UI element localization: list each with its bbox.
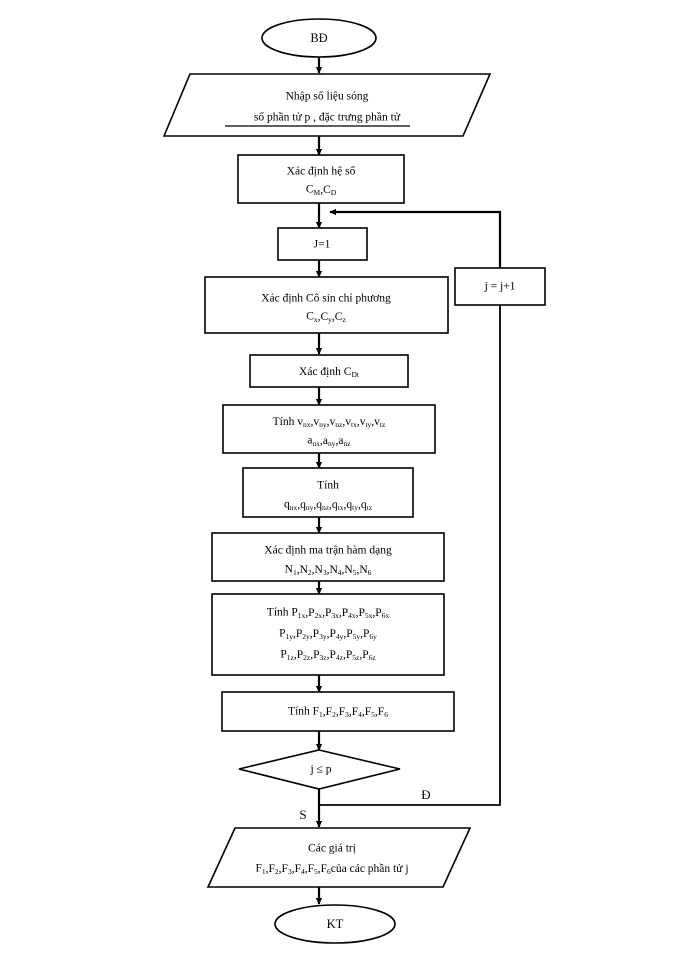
output-line1: Các giá trị: [308, 843, 356, 855]
decision-diamond-shape: [238, 749, 401, 790]
cdt-label: Xác định CDt: [299, 366, 360, 379]
increment-j-box-shape: [454, 267, 546, 306]
nodal-forces-line1: Tính P1x,P2x,P3x,P4x,P5x,P6x: [267, 607, 390, 620]
decision-label: j ≤ p: [309, 764, 331, 776]
node-shape-functions: Xác định ma trận hàm dạng N1,N2,N3,N4,N5…: [211, 532, 445, 582]
shape-functions-line1: Xác định ma trận hàm dạng: [264, 545, 392, 557]
node-output: Các giá trị F1,F2,F3,F4,F5,F6của các phầ…: [206, 827, 472, 888]
velocities-line1: Tính vnx,vny,vnz,vtx,vty,vtz: [273, 416, 386, 429]
shape-functions-line2: N1,N2,N3,N4,N5,N6: [285, 564, 372, 577]
decision-true-label: Đ: [421, 787, 430, 802]
end-terminator-shape: [274, 904, 396, 944]
node-start: BĐ: [261, 18, 377, 58]
decision-false-label: S: [299, 807, 306, 822]
output-line2: F1,F2,F3,F4,F5,F6của các phần tử j: [255, 862, 408, 876]
node-end: KT: [274, 904, 396, 944]
start-terminator-shape: [261, 18, 377, 58]
direction-cosines-box-shape: [204, 276, 449, 334]
node-nodal-forces: Tính P1x,P2x,P3x,P4x,P5x,P6x P1y,P2y,P3y…: [211, 593, 445, 676]
coefficients-box-shape: [237, 154, 405, 204]
coefficients-line2: CM,CD: [306, 184, 337, 197]
node-decision: j ≤ p: [238, 749, 401, 790]
distributed-loads-line1: Tính: [317, 480, 339, 492]
node-distributed-loads: Tính qnx,qny,qnz,qtx,qty,qtz: [242, 467, 414, 518]
nodal-forces-line3: P1z,P2z,P3z,P4z,P5z,P6z: [280, 649, 376, 662]
node-increment-j: j = j+1: [454, 267, 546, 306]
element-forces-box-shape: [221, 691, 455, 732]
connector-decision-true-loop: [319, 305, 501, 806]
input-parallelogram-shape: [162, 73, 492, 137]
input-line1: Nhập số liệu sóng: [286, 90, 369, 103]
init-j-label: J=1: [314, 239, 331, 251]
coefficients-line1: Xác định hệ số: [287, 165, 356, 178]
input-line2: số phần tử p , đặc trưng phần tử: [254, 111, 401, 124]
increment-j-label: j = j+1: [484, 281, 516, 293]
init-j-box-shape: [277, 227, 368, 261]
node-element-forces: Tính F1,F2,F3,F4,F5,F6: [221, 691, 455, 732]
direction-cosines-line1: Xác định Cô sin chỉ phương: [261, 293, 391, 305]
nodal-forces-line2: P1y,P2y,P3y,P4y,P5y,P6y: [279, 628, 377, 641]
velocities-line2: anx,any,anz: [307, 435, 351, 448]
distributed-loads-line2: qnx,qny,qnz,qtx,qty,qtz: [284, 499, 373, 512]
connector-loop-return-into-trunk: [329, 208, 502, 268]
nodal-forces-box-shape: [211, 593, 445, 676]
end-label: KT: [327, 917, 344, 931]
cdt-box-shape: [249, 354, 409, 388]
element-forces-line1: Tính F1,F2,F3,F4,F5,F6: [288, 706, 388, 719]
node-init-j: J=1: [277, 227, 368, 261]
node-cdt: Xác định CDt: [249, 354, 409, 388]
distributed-loads-box-shape: [242, 467, 414, 518]
node-coefficients: Xác định hệ số CM,CD: [237, 154, 405, 204]
start-label: BĐ: [310, 31, 327, 45]
node-velocities: Tính vnx,vny,vnz,vtx,vty,vtz anx,any,anz: [222, 404, 436, 454]
output-parallelogram-shape: [206, 827, 472, 888]
shape-functions-box-shape: [211, 532, 445, 582]
direction-cosines-line2: Cx,Cy,Cz: [306, 311, 346, 324]
node-direction-cosines: Xác định Cô sin chỉ phương Cx,Cy,Cz: [204, 276, 449, 334]
node-input: Nhập số liệu sóng số phần tử p , đặc trư…: [162, 73, 492, 137]
velocities-box-shape: [222, 404, 436, 454]
